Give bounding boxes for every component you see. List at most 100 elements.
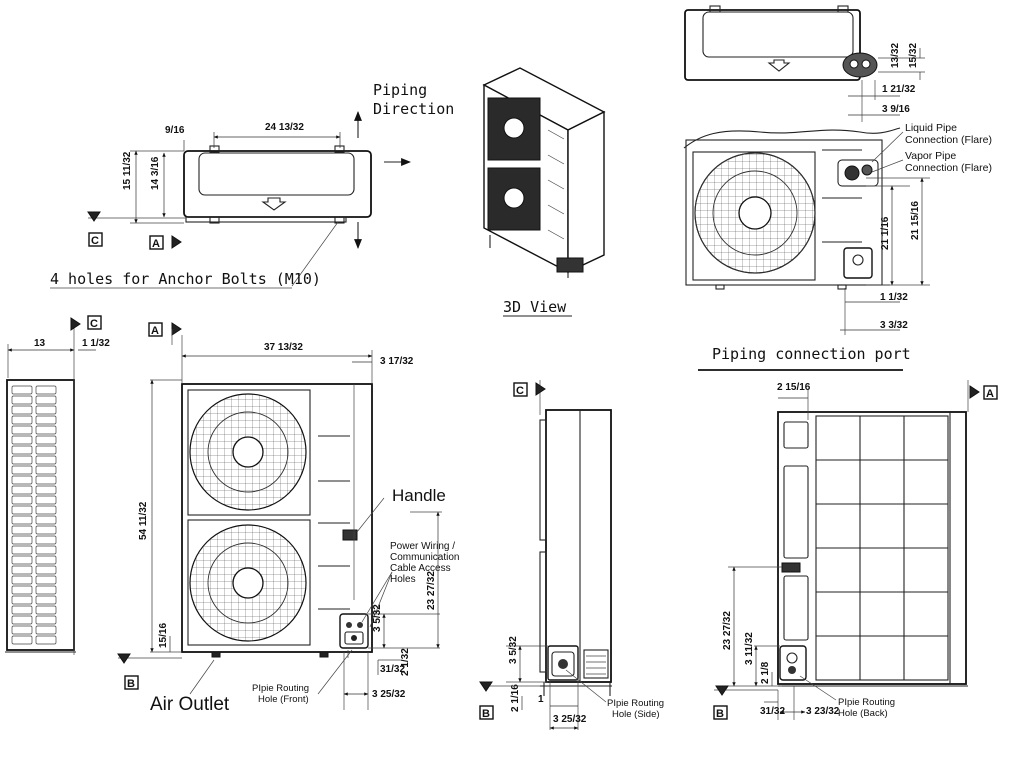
side2-h1-dimension: 1 (538, 694, 544, 705)
port-v4-dimension: 3 3/32 (880, 320, 908, 331)
vapor-pipe-label-line2: Connection (Flare) (905, 162, 992, 174)
marker-c-left: C (87, 315, 102, 330)
front-hole-v1-dimension: 3 5/32 (372, 604, 383, 632)
side-grille-cell (11, 585, 33, 595)
side-grille-cell (35, 455, 57, 465)
side-grille-cell (11, 475, 33, 485)
side2-v2-dimension: 2 1/16 (510, 684, 521, 712)
power-wiring-label-line4: Holes (390, 574, 416, 585)
marker-c-top: C (88, 232, 103, 247)
side-grille-cell (11, 505, 33, 515)
svg-text:A: A (151, 325, 159, 337)
right-side-view: 3 5/32 2 1/16 1 3 25/32 PIpie Routing Ho… (479, 380, 664, 730)
side-grille-cell (35, 445, 57, 455)
front-bottom3-dimension: 3 25/32 (372, 689, 406, 700)
side-grille-cell (11, 565, 33, 575)
back-v1-dimension: 23 27/32 (722, 611, 733, 650)
piping-direction-label-line2: Direction (373, 100, 454, 118)
back-v3-dimension: 2 1/8 (760, 661, 771, 684)
front-offset-dimension: 3 17/32 (380, 356, 414, 367)
side-grille-cell (35, 435, 57, 445)
pipe-back-label-line2: Hole (Back) (838, 708, 888, 719)
side-grille-cell (11, 385, 33, 395)
front-base-dimension: 15/16 (158, 623, 169, 648)
port-h2-dimension: 15/32 (908, 43, 919, 68)
pipe-side-label-line2: Hole (Side) (612, 709, 660, 720)
top-offset-dimension: 9/16 (165, 125, 185, 136)
side-grille-cell (35, 415, 57, 425)
three-d-view-label: 3D View (503, 298, 567, 316)
piping-port-front-detail: Liquid Pipe Connection (Flare) Vapor Pip… (683, 122, 992, 371)
piping-direction-label-line1: Piping (373, 81, 427, 99)
side-grille-cell (35, 605, 57, 615)
back-view: 2 15/16 23 27/32 3 11/32 2 1/8 31/32 3 2… (714, 380, 980, 720)
side-grille-cell (35, 495, 57, 505)
marker-b-front: B (124, 675, 139, 690)
side-grille-cell (11, 545, 33, 555)
side-depth-dimension: 13 (34, 338, 46, 349)
svg-text:C: C (90, 318, 98, 330)
port-v2-dimension: 21 15/16 (910, 201, 921, 240)
side2-v1-dimension: 3 5/32 (508, 636, 519, 664)
side-grille-cell (35, 475, 57, 485)
pipe-front-label-line2: Hole (Front) (258, 694, 309, 705)
side-grille-cell (11, 625, 33, 635)
side-grille-cell (35, 385, 57, 395)
side-grille-cell (35, 515, 57, 525)
pipe-side-label-line1: PIpie Routing (607, 698, 664, 709)
port-d1-dimension: 1 21/32 (882, 84, 916, 95)
side2-h2-dimension: 3 25/32 (553, 714, 587, 725)
power-wiring-label-line3: Cable Access (390, 563, 451, 574)
front-bottom2-dimension: 2 1/32 (400, 648, 411, 676)
side-grille-cell (11, 395, 33, 405)
side-grille-cell (35, 555, 57, 565)
side-grille-cell (35, 545, 57, 555)
side-grille-cell (35, 595, 57, 605)
piping-connection-port-label: Piping connection port (712, 345, 911, 363)
side-grille-cell (35, 395, 57, 405)
liquid-pipe-label-line1: Liquid Pipe (905, 122, 957, 134)
side-grille-cell (35, 505, 57, 515)
side-grille-cell (35, 585, 57, 595)
side-grille-cell (11, 595, 33, 605)
top-view: 24 13/32 9/16 15 11/32 14 3/16 Piping Di… (50, 81, 454, 289)
front-hole-v2-dimension: 23 27/32 (426, 571, 437, 610)
front-bottom1-dimension: 31/32 (380, 664, 405, 675)
svg-text:B: B (482, 708, 490, 720)
side-grille-cell (35, 485, 57, 495)
side-grille-cell (11, 455, 33, 465)
top-depth-outer-dimension: 15 11/32 (122, 151, 133, 190)
front-height-dimension: 54 11/32 (138, 501, 149, 540)
side-grille-cell (35, 565, 57, 575)
back-top-dimension: 2 15/16 (777, 382, 811, 393)
side-grille-cell (11, 415, 33, 425)
back-v2-dimension: 3 11/32 (744, 632, 755, 665)
side-grille-cell (35, 405, 57, 415)
piping-port-top-detail: 13/32 15/32 1 21/32 3 9/16 (684, 5, 925, 122)
side-grille-cell (11, 405, 33, 415)
air-outlet-label: Air Outlet (150, 694, 230, 715)
back-h2-dimension: 3 23/32 (806, 706, 840, 717)
side-grille-cell (35, 525, 57, 535)
three-d-view: 3D View (482, 67, 606, 317)
marker-a-top: A (149, 235, 164, 250)
side-grille-cell (35, 635, 57, 645)
marker-b-back: B (713, 705, 728, 720)
side-grille-cell (11, 445, 33, 455)
marker-a-front: A (148, 322, 182, 345)
svg-text:A: A (986, 388, 994, 400)
back-h1-dimension: 31/32 (760, 706, 785, 717)
side-grille-cell (11, 525, 33, 535)
marker-a-back: A (983, 385, 998, 400)
vapor-pipe-label-line1: Vapor Pipe (905, 150, 956, 162)
side-grille-cell (35, 615, 57, 625)
svg-text:C: C (91, 235, 99, 247)
top-width-dimension: 24 13/32 (265, 122, 304, 133)
marker-c-side: C (513, 382, 528, 397)
side-grille-cell (11, 425, 33, 435)
side-grille-cell (11, 605, 33, 615)
port-d2-dimension: 3 9/16 (882, 104, 910, 115)
port-v3-dimension: 1 1/32 (880, 292, 908, 303)
power-wiring-label-line2: Communication (390, 552, 459, 563)
